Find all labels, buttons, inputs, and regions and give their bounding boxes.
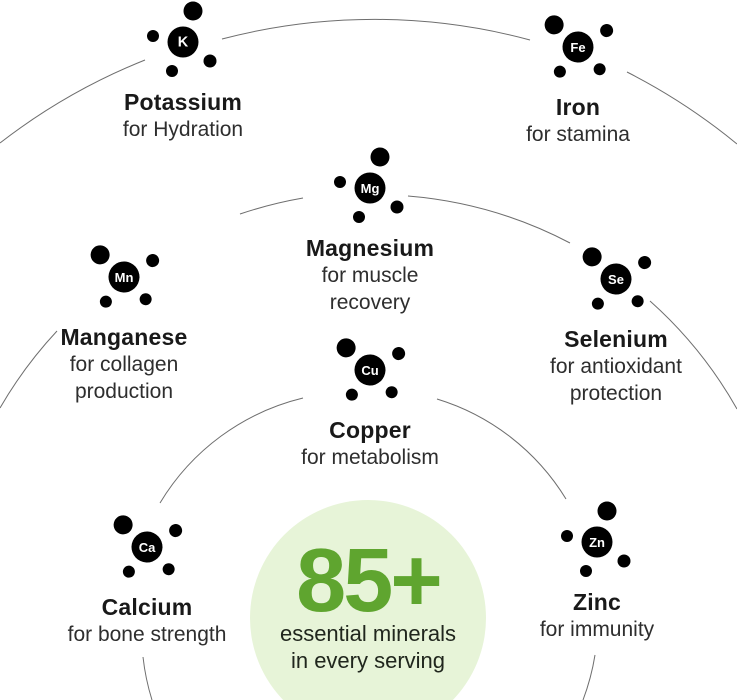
orbit-arc <box>582 654 596 700</box>
benefit-line: for Hydration <box>122 118 244 141</box>
element-symbol: Ca <box>139 540 156 555</box>
molecule-icon: Zn <box>561 501 631 577</box>
badge-count: 85+ <box>296 531 443 631</box>
element-symbol: Se <box>608 272 624 287</box>
mineral-benefit: for metabolism <box>255 444 485 471</box>
molecule-icon: Mn <box>78 231 170 323</box>
mineral-calcium: Ca Calcium for bone strength <box>32 501 262 648</box>
molecule-icon: Cu <box>324 324 416 416</box>
mineral-name: Copper <box>329 417 411 443</box>
mineral-name: Zinc <box>572 589 622 615</box>
mineral-iron: Fe Iron for stamina <box>463 1 693 148</box>
orbit-arc <box>626 71 737 145</box>
mineral-benefit: for stamina <box>463 121 693 148</box>
element-symbol: Mg <box>361 181 380 196</box>
badge-circle <box>250 500 486 700</box>
molecule-icon: Ca <box>101 501 193 593</box>
benefit-line: for antioxidant <box>550 355 682 378</box>
mineral-name: Selenium <box>564 326 668 352</box>
mineral-benefit: for bone strength <box>32 621 262 648</box>
orbit-arc <box>142 656 153 700</box>
benefit-line: production <box>74 380 174 403</box>
benefit-line: for bone strength <box>67 623 227 646</box>
mineral-manganese: Mn Manganese for collagen production <box>9 231 239 405</box>
mineral-copper: Cu Copper for metabolism <box>255 324 485 471</box>
molecule-icon: Fe <box>532 1 624 93</box>
benefit-line: for stamina <box>526 123 630 146</box>
element-symbol: Cu <box>361 363 378 378</box>
benefit-line: for collagen <box>69 353 179 376</box>
molecule-icon: Se <box>570 233 662 325</box>
element-symbol: Mn <box>115 270 134 285</box>
orbit-arc <box>159 397 304 504</box>
orbit-arc <box>221 18 531 41</box>
mineral-potassium: K Potassium for Hydration <box>68 0 298 143</box>
badge-subline-2: in every serving <box>290 648 446 673</box>
mineral-name: Magnesium <box>305 235 435 261</box>
benefit-line: for metabolism <box>301 446 439 469</box>
orbit-arc <box>436 398 567 500</box>
benefit-line: for muscle <box>321 264 419 287</box>
orbit-arc <box>407 195 571 244</box>
mineral-benefit: for immunity <box>482 616 712 643</box>
element-symbol: Zn <box>589 535 605 550</box>
badge-subline-1: essential minerals <box>279 621 457 646</box>
orbit-arc <box>239 197 304 215</box>
benefit-line: recovery <box>329 291 411 314</box>
element-symbol: Fe <box>570 40 585 55</box>
mineral-benefit: for antioxidant protection <box>501 353 731 407</box>
element-symbol: K <box>178 35 189 51</box>
badge-85plus: 85+ essential minerals in every serving <box>238 531 498 674</box>
molecule-icon: Mg <box>334 147 404 223</box>
mineral-zinc: Zn Zinc for immunity <box>482 496 712 643</box>
mineral-benefit: for Hydration <box>68 116 298 143</box>
orbit-arc <box>0 330 58 409</box>
mineral-magnesium: Mg Magnesium for muscle recovery <box>255 142 485 316</box>
mineral-name: Calcium <box>101 594 193 620</box>
orbit-arc <box>0 59 146 144</box>
mineral-benefit: for collagen production <box>9 351 239 405</box>
mineral-name: Manganese <box>60 324 188 350</box>
benefit-line: for immunity <box>539 618 655 641</box>
mineral-name: Iron <box>555 94 601 120</box>
molecule-icon: K <box>147 1 217 77</box>
orbit-arc <box>649 300 737 410</box>
mineral-benefit: for muscle recovery <box>255 262 485 316</box>
benefit-line: protection <box>569 382 663 405</box>
mineral-selenium: Se Selenium for antioxidant protection <box>501 233 731 407</box>
mineral-name: Potassium <box>123 89 243 115</box>
